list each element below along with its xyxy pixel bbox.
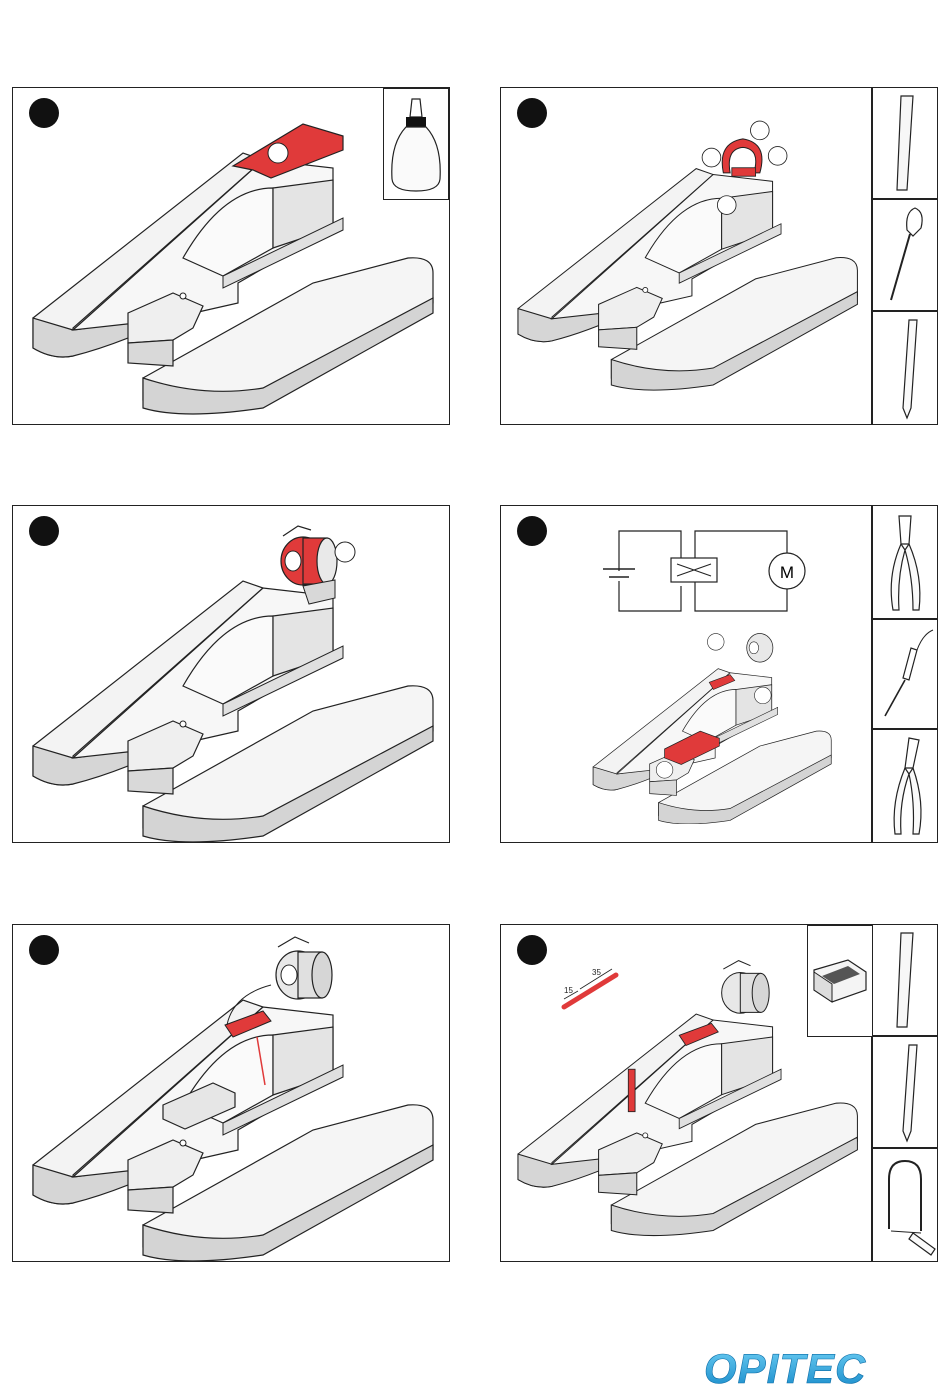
pliers-tool (872, 729, 938, 843)
wire-stripper-tool (872, 505, 938, 619)
pencil-tool (872, 311, 938, 425)
ruler-tool (872, 87, 938, 199)
step-3-panel (12, 505, 450, 843)
pencil-icon (873, 1037, 937, 1147)
step-5-panel (12, 924, 450, 1262)
step-6-panel: 15 35 (500, 924, 872, 1262)
pencil-icon (873, 312, 937, 424)
opitec-logo: OPITEC (700, 1348, 915, 1388)
motor-assembled (722, 961, 770, 1014)
glue-bottle-inset (383, 88, 449, 200)
soldering-iron-tool (872, 619, 938, 729)
sandpaper-inset (807, 925, 873, 1037)
screwdriver-tool (872, 199, 938, 311)
sandpaper-block-icon (808, 926, 872, 1036)
boat-illustration (13, 506, 449, 842)
ruler-icon (873, 925, 937, 1035)
step-2-panel (500, 87, 872, 425)
pencil-tool (872, 1036, 938, 1148)
pliers-icon (873, 730, 937, 842)
wire-stripper-icon (873, 506, 937, 618)
step-2-tools (872, 87, 938, 425)
soldering-iron-icon (873, 620, 937, 728)
screwdriver-icon (873, 200, 937, 310)
step-1-panel (12, 87, 450, 425)
fretsaw-tool (872, 1148, 938, 1262)
boat-illustration (13, 925, 449, 1261)
svg-text:OPITEC: OPITEC (704, 1348, 866, 1388)
boat-illustration (561, 624, 861, 824)
circuit-diagram: M (501, 506, 873, 626)
step-4-panel: M (500, 505, 872, 843)
step-4-tools (872, 505, 938, 843)
motor-symbol-label: M (780, 563, 794, 582)
step-6-tools (872, 924, 938, 1262)
ruler-icon (873, 88, 937, 198)
ruler-tool (872, 924, 938, 1036)
fretsaw-icon (873, 1149, 937, 1261)
motor-assembled (276, 937, 332, 999)
glue-bottle-icon (384, 89, 448, 199)
boat-illustration (501, 88, 871, 424)
mast-rod-part (628, 1069, 635, 1111)
